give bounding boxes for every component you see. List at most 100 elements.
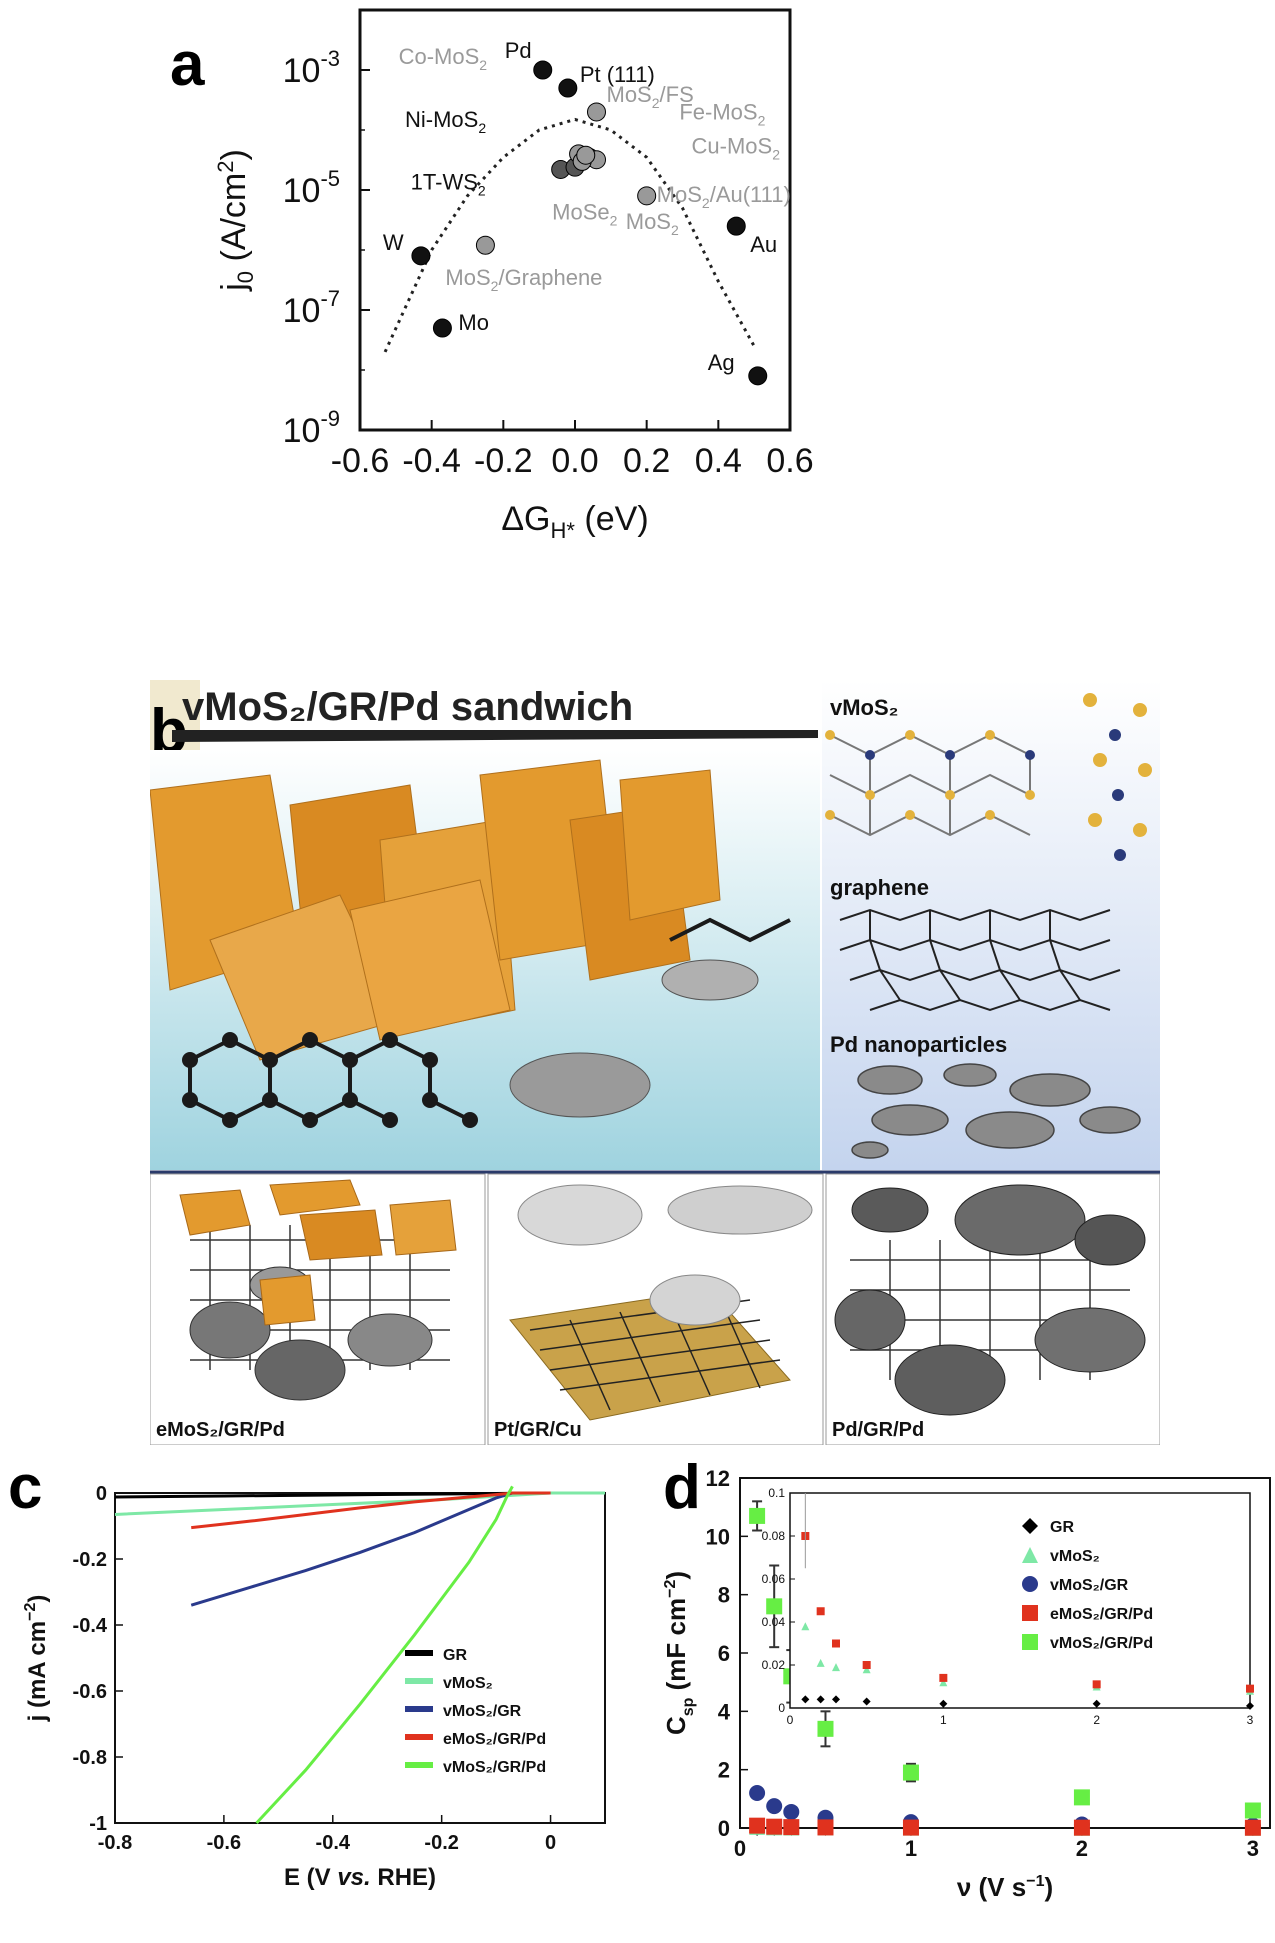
pd-nanoparticles <box>851 1063 1141 1159</box>
legend-marker <box>1022 1605 1038 1621</box>
x-tick-label: 1 <box>905 1836 917 1861</box>
y-tick-label: -0.2 <box>73 1549 107 1571</box>
pd-nanoparticles-label: Pd nanoparticles <box>830 1032 1007 1057</box>
point-label-sub: 2 <box>491 278 499 294</box>
point-label: Co-MoS2 <box>399 44 488 73</box>
y-tick-label: 0 <box>718 1816 730 1841</box>
y-axis-label-main: j (mA cm <box>24 1621 51 1722</box>
point-label-main: MoS <box>607 82 652 107</box>
legend-marker <box>1022 1547 1038 1563</box>
bottom-label-1: eMoS₂/GR/Pd <box>156 1419 285 1441</box>
data-point <box>1244 1802 1261 1819</box>
x-axis-label: ν (V s−1) <box>957 1872 1053 1902</box>
x-tick-label: -0.8 <box>98 1832 132 1854</box>
x-axis-label-main: ΔG <box>501 500 550 538</box>
data-point <box>766 1598 783 1615</box>
legend-marker <box>1022 1634 1038 1650</box>
legend-label: GR <box>1050 1519 1074 1536</box>
inset-data-point <box>816 1658 825 1667</box>
y-axis-label-sup: 2 <box>213 161 238 173</box>
pd-gr-pd-scene <box>834 1184 1146 1416</box>
data-point <box>748 366 768 386</box>
point-label-main: 1T-WS <box>411 169 478 194</box>
y-axis-label: Csp (mF cm−2) <box>661 1571 697 1735</box>
point-label-main: MoS <box>657 182 702 207</box>
point-label: Ni-MoS2 <box>405 107 486 136</box>
data-point <box>902 1764 919 1781</box>
y-tick-base: 10 <box>283 412 321 450</box>
bottom-label-2: Pt/GR/Cu <box>494 1419 582 1441</box>
inset-y-tick-label: 0.04 <box>762 1615 786 1629</box>
x-tick-label: -0.6 <box>331 442 390 480</box>
point-label: 1T-WS2 <box>411 169 486 198</box>
inset-y-tick-label: 0.1 <box>768 1486 785 1500</box>
point-label-sub: 2 <box>479 57 487 73</box>
inset-data-point <box>862 1697 871 1706</box>
x-tick-label: -0.6 <box>207 1832 241 1854</box>
data-point <box>817 1720 834 1737</box>
legend-label: vMoS₂/GR/Pd <box>1050 1635 1153 1652</box>
y-tick-label: 10-3 <box>283 46 340 90</box>
legend-label: GR <box>443 1647 467 1664</box>
inset-data-point <box>816 1695 825 1704</box>
inset-data-point <box>1246 1684 1254 1693</box>
data-point <box>817 1819 834 1836</box>
y-tick-label: 10-9 <box>283 406 340 450</box>
x-tick-label: 3 <box>1247 1836 1259 1861</box>
point-label: MoSe2 <box>552 199 617 228</box>
point-label-main: Co-MoS <box>399 44 480 69</box>
point-label-sub: 2 <box>478 182 486 198</box>
y-axis-label-unit: (mF cm <box>661 1598 691 1698</box>
y-tick-label: 4 <box>718 1699 731 1724</box>
x-tick-label: 2 <box>1076 1836 1088 1861</box>
inset-data-point <box>939 1673 948 1682</box>
pt-gr-cu-scene <box>509 1184 813 1421</box>
sandwich-illustration: b vMoS₂/GR/Pd sandwich <box>149 680 1161 1446</box>
inset-data-point <box>1092 1680 1101 1689</box>
x-tick-label: 0 <box>545 1832 556 1854</box>
x-tick-label: -0.4 <box>402 442 461 480</box>
inset-data-point <box>1246 1701 1254 1710</box>
title-underline <box>172 730 818 742</box>
inset-x-tick-label: 3 <box>1247 1713 1254 1727</box>
vmos2-lattice <box>829 733 1031 837</box>
y-tick-label: -0.4 <box>73 1615 108 1637</box>
mos2-flakes <box>149 759 721 1061</box>
y-axis-label: j (mA cm−2) <box>22 1595 51 1723</box>
point-label-main: MoSe <box>552 199 609 224</box>
data-point <box>902 1819 919 1836</box>
x-tick-label: 0.4 <box>695 442 742 480</box>
point-label-main: Pd <box>505 38 532 63</box>
x-tick-label: 0 <box>734 1836 746 1861</box>
graphene-atoms <box>182 1032 478 1128</box>
legend-marker <box>1022 1518 1038 1534</box>
y-tick-label: 0 <box>96 1483 107 1505</box>
vmos2-mo-atoms <box>865 729 1126 861</box>
x-tick-label: 0.6 <box>766 442 813 480</box>
y-axis-label-main: C <box>661 1716 691 1735</box>
x-axis-label-sup: −1 <box>1026 1873 1044 1890</box>
point-label-main: MoS <box>445 265 490 290</box>
inset-x-tick-label: 2 <box>1093 1713 1100 1727</box>
x-axis-label-italic: vs. <box>337 1864 370 1891</box>
legend-label: vMoS₂/GR <box>1050 1577 1129 1594</box>
data-point <box>766 1798 783 1815</box>
data-point <box>1073 1789 1090 1806</box>
point-label-main: W <box>383 230 404 255</box>
series-line <box>255 1485 514 1825</box>
point-label: MoS2 <box>626 209 679 238</box>
y-tick-label: 10-7 <box>283 286 340 330</box>
legend-label: vMoS₂ <box>1050 1548 1100 1565</box>
point-label-main: Fe-MoS <box>679 99 757 124</box>
inset-data-point <box>832 1663 840 1672</box>
emos2-scene <box>179 1179 457 1401</box>
point-label-main: Ni-MoS <box>405 107 478 132</box>
y-tick-label: -0.6 <box>73 1681 107 1703</box>
y-tick-exponent: -5 <box>320 166 340 191</box>
point-label-sub: 2 <box>772 147 780 163</box>
point-label-sub: 2 <box>610 212 618 228</box>
graphene-sheet <box>839 908 1121 1012</box>
